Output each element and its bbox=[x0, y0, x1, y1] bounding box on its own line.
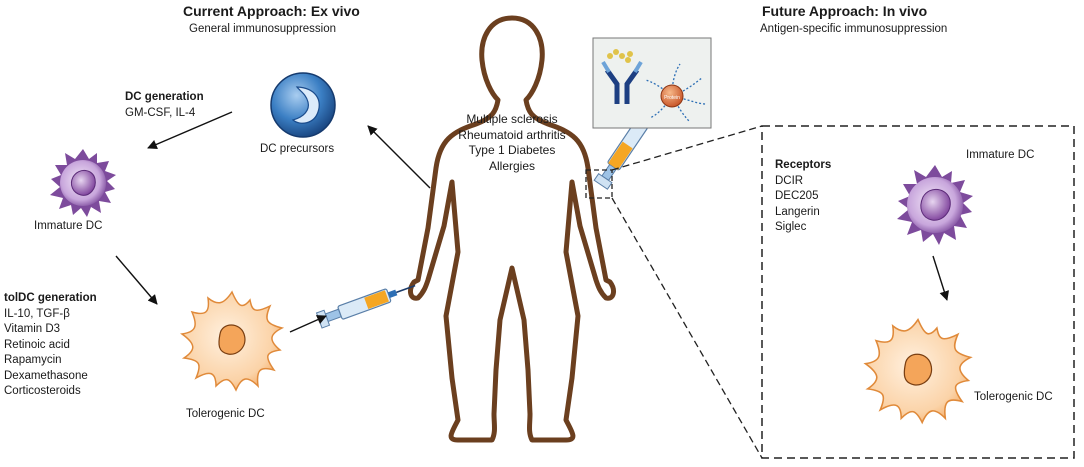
in-vivo-zoom-panel bbox=[761, 125, 1075, 459]
arrow-precursor-to-immature bbox=[147, 111, 233, 150]
protein-label: Protein bbox=[664, 95, 680, 101]
arrow-immature-to-tolerogenic bbox=[115, 255, 158, 305]
toldc-item: Retinoic acid bbox=[4, 338, 70, 351]
human-body-icon bbox=[408, 15, 616, 443]
toldc-generation-block: tolDC generation IL-10, TGF-β Vitamin D3… bbox=[4, 291, 97, 400]
toldc-item: Vitamin D3 bbox=[4, 323, 61, 335]
zoom-connector-lower bbox=[611, 197, 763, 459]
future-approach-subtitle: Antigen-specific immunosuppression bbox=[760, 23, 948, 35]
dc-generation-block: DC generation GM-CSF, IL-4 bbox=[125, 90, 204, 121]
dc-precursor-cell bbox=[270, 72, 336, 138]
future-approach-title: Future Approach: In vivo bbox=[762, 3, 928, 19]
immature-dc-right-label: Immature DC bbox=[966, 149, 1035, 161]
current-approach-subtitle: General immunosuppression bbox=[189, 23, 337, 35]
conjugate-inset-box bbox=[592, 37, 712, 129]
toldc-item: IL-10, TGF-β bbox=[4, 307, 70, 320]
protein-icon bbox=[645, 63, 707, 123]
receptor-item: Langerin bbox=[775, 205, 820, 218]
disease-list: Multiple sclerosis Rheumatoid arthritis … bbox=[452, 112, 572, 174]
disease-item: Multiple sclerosis bbox=[466, 112, 558, 126]
immature-dc-right-cell bbox=[897, 165, 973, 245]
tolerogenic-dc-left-label: Tolerogenic DC bbox=[186, 408, 265, 420]
zoom-target-box bbox=[585, 169, 613, 199]
disease-item: Rheumatoid arthritis bbox=[458, 127, 566, 142]
tolerogenic-dc-right-label: Tolerogenic DC bbox=[974, 391, 1053, 403]
arrow-body-to-precursor bbox=[367, 125, 431, 189]
disease-item: Allergies bbox=[488, 158, 536, 173]
syringe-left-icon bbox=[315, 284, 416, 329]
receptor-item: DEC205 bbox=[775, 190, 819, 202]
receptor-item: DCIR bbox=[775, 174, 804, 187]
dc-precursors-label: DC precursors bbox=[260, 143, 335, 155]
tolerogenic-dc-left-cell bbox=[180, 290, 285, 392]
arrow-immature-to-tolerogenic-right bbox=[932, 255, 949, 301]
immature-dc-left-cell bbox=[50, 149, 116, 217]
dc-generation-factors: GM-CSF, IL-4 bbox=[125, 106, 196, 119]
current-approach-title: Current Approach: Ex vivo bbox=[183, 3, 360, 19]
receptor-item: Siglec bbox=[775, 221, 807, 233]
toldc-item: Corticosteroids bbox=[4, 385, 81, 397]
immature-dc-left-label: Immature DC bbox=[34, 220, 103, 232]
toldc-generation-title: tolDC generation bbox=[4, 292, 97, 304]
arrow-tolerogenic-to-syringe bbox=[289, 315, 327, 333]
dc-generation-title: DC generation bbox=[125, 91, 204, 103]
toldc-item: Dexamethasone bbox=[4, 369, 88, 382]
tolerogenic-dc-right-cell bbox=[863, 317, 973, 425]
receptors-block: Receptors DCIR DEC205 Langerin Siglec bbox=[775, 158, 831, 236]
zoom-connector-upper bbox=[611, 125, 763, 171]
receptors-title: Receptors bbox=[775, 159, 832, 171]
antibody-icon bbox=[601, 49, 643, 104]
disease-item: Type 1 Diabetes bbox=[468, 143, 556, 157]
toldc-item: Rapamycin bbox=[4, 354, 62, 366]
